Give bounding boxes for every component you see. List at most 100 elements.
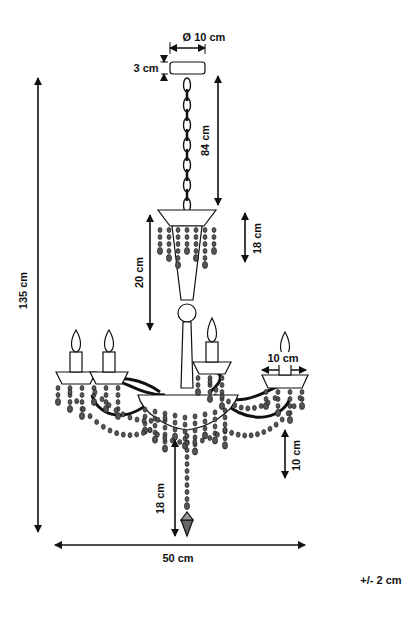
dimension-label: 18 cm <box>154 480 167 515</box>
crystal-bead <box>167 234 171 239</box>
dimension-label: 84 cm <box>199 122 212 157</box>
crystal-bead <box>262 429 266 434</box>
crystal-bead <box>185 227 189 232</box>
crystal-bead <box>196 382 200 387</box>
crystal-bead <box>108 428 112 433</box>
crystal-bead <box>185 440 189 445</box>
crystal-bead <box>194 234 198 239</box>
crystal-bead <box>220 394 224 399</box>
crystal-bead <box>213 410 217 415</box>
crystal-bead <box>288 396 292 401</box>
crystal-bead <box>115 431 119 436</box>
crystal-bead <box>176 248 180 253</box>
crystal-bead <box>223 415 227 420</box>
crystal-bead <box>193 428 197 433</box>
crystal-bead <box>203 241 207 246</box>
dimension-label: 18 cm <box>251 220 264 255</box>
crystal-bead <box>185 241 189 246</box>
crystal-bead <box>116 399 120 404</box>
chandelier-body <box>56 62 308 536</box>
crystal-bead <box>239 405 243 410</box>
crystal-bead <box>185 440 189 445</box>
crystal-bead <box>115 412 120 419</box>
crystal-bead <box>155 432 159 437</box>
crystal-bead <box>104 392 108 397</box>
crystal-bead <box>195 388 200 395</box>
chain-link <box>186 109 189 121</box>
crystal-bead <box>68 399 72 404</box>
crystal-bead <box>173 420 177 425</box>
dimension-label: 10 cm <box>290 437 303 472</box>
crystal-bead <box>91 398 96 405</box>
crystal-bead <box>67 405 72 412</box>
crystal-bead <box>56 392 60 397</box>
crystal-bead <box>292 404 296 409</box>
crystal-bead <box>173 413 177 418</box>
crystal-bead <box>194 227 198 232</box>
crystal-bead <box>208 435 212 440</box>
crystal-bead <box>100 397 104 402</box>
crystal-bead <box>259 403 263 408</box>
crystal-bead <box>128 415 132 420</box>
crystal-bead <box>153 423 157 428</box>
crystal-bead <box>220 375 224 380</box>
crystal-bead <box>185 496 189 501</box>
candles <box>56 318 308 388</box>
crystal-bead <box>196 375 200 380</box>
crystal-bead <box>184 247 189 254</box>
crystal-bead <box>135 432 139 437</box>
crystal-bead <box>288 403 292 408</box>
chain-link <box>186 169 189 181</box>
crystal-bead <box>203 248 207 253</box>
crystal-bead <box>121 412 125 417</box>
crystal-bead <box>255 432 259 437</box>
crystal-bead <box>208 389 212 394</box>
chain-link <box>186 129 189 141</box>
crystal-bead <box>298 395 302 400</box>
crystal-bead <box>95 419 99 424</box>
crystal-bead <box>243 433 247 438</box>
crystal-bead <box>233 403 237 408</box>
crystal-bead <box>163 425 167 430</box>
crystal-bead <box>101 424 105 429</box>
crystal-bead <box>200 438 204 443</box>
crystal-bead <box>80 392 84 397</box>
crystal-bead <box>212 227 216 232</box>
crystal-bead <box>193 414 197 419</box>
crystal-bead <box>185 454 189 459</box>
crystal-bead <box>185 475 189 480</box>
crystal-bead <box>276 389 280 394</box>
crystal-bead <box>135 417 139 422</box>
crystal-bead <box>249 433 253 438</box>
crystal-bead <box>166 254 171 261</box>
crystal-bead <box>273 395 277 400</box>
crystal-bead <box>162 445 167 452</box>
crystal-bead <box>156 417 160 422</box>
crystal-bead <box>286 411 290 416</box>
crystal-bead <box>193 421 197 426</box>
crystal-bead <box>274 422 278 427</box>
crystal-bead <box>192 448 197 455</box>
crystal-bead <box>175 261 180 268</box>
crystal-bead <box>300 389 304 394</box>
crystal-bead <box>79 412 84 419</box>
crystal-bead <box>226 399 230 404</box>
crystal-bead <box>88 414 92 419</box>
crystal-bead <box>128 433 132 438</box>
crystal-bead <box>252 405 256 410</box>
crystal-bead <box>288 389 292 394</box>
crystal-bead <box>104 385 108 390</box>
crystal-bead <box>203 412 207 417</box>
chain-link <box>186 89 189 101</box>
crystal-bead <box>211 247 216 254</box>
crystal-bead <box>183 415 187 420</box>
crystal-bead <box>276 403 280 408</box>
crystal-bead <box>163 415 167 420</box>
crystal-bead <box>148 427 152 432</box>
crystal-bead <box>107 403 111 408</box>
crystal-bead <box>213 424 217 429</box>
crystal-bead <box>280 417 284 422</box>
crystal-bead <box>143 407 147 412</box>
crystal-bead <box>185 468 189 473</box>
